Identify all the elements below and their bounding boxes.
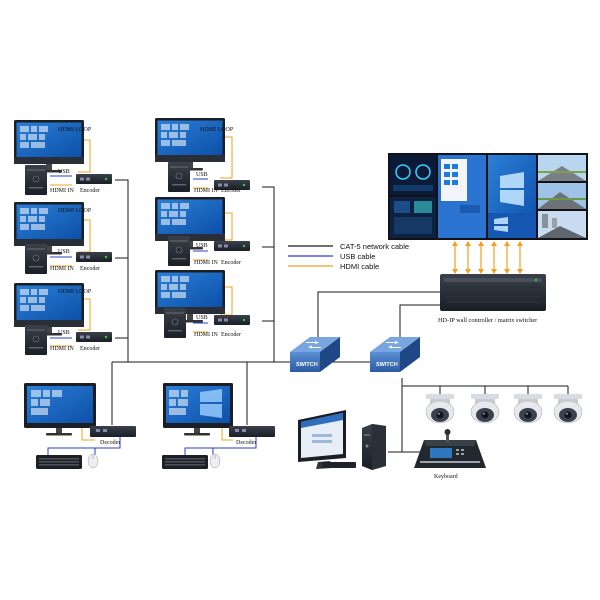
network-switch-2: SWITCH bbox=[370, 337, 420, 372]
control-keyboard-icon bbox=[322, 462, 356, 468]
pc-tower-icon bbox=[168, 162, 190, 192]
controller-label: HD-IP wall controller / matrix switcher bbox=[438, 317, 538, 324]
usb-label: USB bbox=[58, 330, 70, 336]
legend-hdmi: HDMI cable bbox=[340, 262, 379, 271]
hdmi-in-label: HDMI IN bbox=[50, 266, 74, 272]
encoder-box bbox=[214, 315, 250, 325]
mouse-icon bbox=[88, 454, 98, 468]
usb-label: USB bbox=[58, 169, 70, 175]
encoder-label: Encoder bbox=[80, 346, 100, 352]
hdmi-loop-label: HDMI LOOP bbox=[200, 127, 234, 133]
encoder-label: Encoder bbox=[221, 332, 241, 338]
keyboard-label: Keyboard bbox=[434, 474, 458, 480]
hdmi-loop-label: HDMI LOOP bbox=[58, 289, 92, 295]
wall-controller-device bbox=[440, 274, 546, 311]
control-workstation: Keyboard bbox=[298, 410, 486, 480]
source-station-6: USB HDMI IN Encoder bbox=[155, 270, 250, 338]
pc-tower-icon bbox=[164, 308, 186, 338]
wall-panel-desktop bbox=[488, 155, 536, 238]
wall-panel-desktop bbox=[438, 155, 486, 238]
ip-camera-icon bbox=[554, 394, 582, 423]
decoder-label: Decoder bbox=[100, 440, 120, 446]
mouse-icon bbox=[210, 454, 220, 468]
hdmi-arrows bbox=[452, 241, 523, 274]
network-cable bbox=[115, 180, 128, 362]
large-monitor-icon bbox=[163, 383, 233, 436]
encoder-box bbox=[76, 174, 112, 184]
encoder-label: Encoder bbox=[80, 188, 100, 194]
hdmi-in-label: HDMI IN bbox=[194, 332, 218, 338]
switch-label: SWITCH bbox=[376, 362, 398, 368]
ip-camera-icon bbox=[514, 394, 542, 423]
source-station-4: HDMI LOOP USB HDMI IN Encoder bbox=[155, 118, 250, 194]
hdmi-loop-label: HDMI LOOP bbox=[58, 208, 92, 214]
usb-label: USB bbox=[196, 172, 208, 178]
encoder-label: Encoder bbox=[80, 266, 100, 272]
wall-panel-traffic-camera bbox=[538, 183, 586, 209]
pc-tower-icon bbox=[25, 244, 47, 274]
source-station-2: HDMI LOOP USB HDMI IN Encoder bbox=[14, 202, 112, 274]
control-tower-icon bbox=[362, 424, 386, 470]
hdmi-loop-label: HDMI LOOP bbox=[58, 127, 92, 133]
wall-panel-dashboard bbox=[390, 155, 436, 195]
usb-label: USB bbox=[58, 249, 70, 255]
usb-label: USB bbox=[196, 243, 208, 249]
video-wall bbox=[388, 153, 588, 240]
legend-usb: USB cable bbox=[340, 252, 375, 261]
encoder-box bbox=[214, 241, 250, 251]
hdmi-in-label: HDMI IN bbox=[194, 260, 218, 266]
wall-panel-traffic-camera bbox=[538, 211, 586, 238]
ip-camera-row bbox=[426, 394, 582, 423]
ip-camera-icon bbox=[471, 394, 499, 423]
legend-network: CAT-5 network cable bbox=[340, 242, 409, 251]
source-station-3: HDMI LOOP USB HDMI IN Encoder bbox=[14, 283, 112, 355]
encoder-box bbox=[76, 332, 112, 342]
wall-panel-traffic-camera bbox=[538, 155, 586, 181]
decoder-station-2: Decoder bbox=[162, 383, 275, 469]
network-cable bbox=[440, 386, 568, 394]
keyboard-icon bbox=[162, 455, 208, 469]
pc-tower-icon bbox=[25, 165, 47, 195]
decoder-station-1: Decoder bbox=[24, 383, 136, 469]
large-monitor-icon bbox=[24, 383, 96, 436]
encoder-label: Encoder bbox=[221, 260, 241, 266]
ptz-keyboard-controller-icon bbox=[414, 429, 486, 468]
encoder-box bbox=[76, 252, 112, 262]
ip-camera-icon bbox=[426, 394, 454, 423]
pc-tower-icon bbox=[25, 325, 47, 355]
network-cable bbox=[262, 187, 274, 362]
network-switch-1: SWITCH bbox=[290, 337, 340, 372]
source-station-1: HDMI LOOP USB HDMI IN Encoder bbox=[14, 120, 112, 195]
wall-panel-dashboard bbox=[390, 197, 436, 238]
source-station-5: USB HDMI IN Encoder bbox=[155, 197, 250, 266]
switch-label: SWITCH bbox=[296, 362, 318, 368]
decoder-label: Decoder bbox=[236, 440, 256, 446]
pc-tower-icon bbox=[168, 236, 190, 266]
hdmi-in-label: HDMI IN bbox=[50, 188, 74, 194]
hdmi-in-label: HDMI IN bbox=[50, 346, 74, 352]
keyboard-icon bbox=[36, 455, 82, 469]
control-monitor-icon bbox=[298, 410, 346, 469]
hdmi-in-label: HDMI IN bbox=[194, 188, 218, 194]
monitor-icon bbox=[155, 118, 225, 171]
encoder-label: Encoder bbox=[221, 188, 241, 194]
legend: CAT-5 network cable USB cable HDMI cable bbox=[288, 242, 409, 271]
usb-label: USB bbox=[196, 315, 208, 321]
